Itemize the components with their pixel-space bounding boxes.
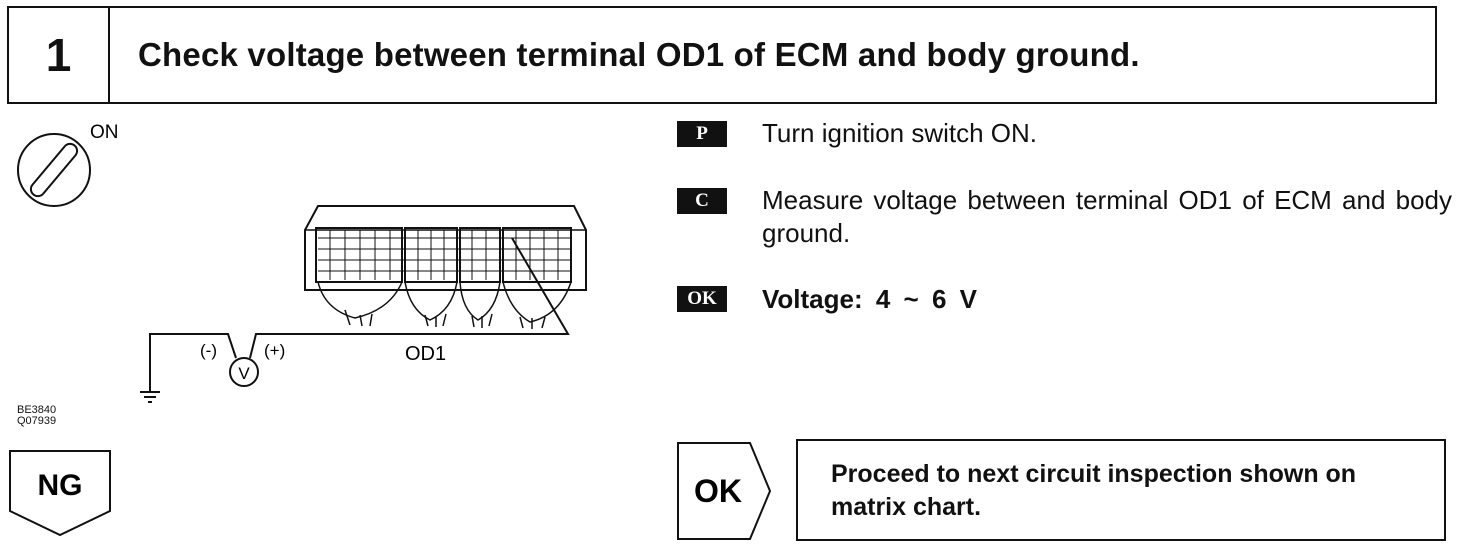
terminal-od1-label: OD1 <box>405 343 446 365</box>
instruction-row-ok: OK Voltage: 4 ~ 6 V <box>677 284 977 314</box>
ng-label: NG <box>38 469 83 502</box>
ignition-on-label: ON <box>90 122 119 143</box>
ok-label: OK <box>694 473 742 509</box>
instruction-text: Turn ignition switch ON. <box>762 118 1038 148</box>
ignition-switch-icon <box>17 133 91 207</box>
ok-action-text: Proceed to next circuit inspection shown… <box>831 460 1357 521</box>
instruction-row-check: C Measure voltage between terminal OD1 o… <box>677 185 1452 248</box>
ok-spec-badge: OK <box>677 286 727 312</box>
negative-probe-label: (-) <box>200 341 217 360</box>
ecm-voltage-diagram: ON <box>17 122 587 403</box>
step-header: 1 Check voltage between terminal OD1 of … <box>7 6 1437 104</box>
check-badge: C <box>677 188 727 214</box>
voltage-spec: Voltage: 4 ~ 6 V <box>762 284 977 314</box>
instruction-row-preparation: P Turn ignition switch ON. <box>677 118 1037 148</box>
ecm-connector-icon <box>304 205 587 329</box>
step-title: Check voltage between terminal OD1 of EC… <box>138 36 1140 73</box>
ok-result-badge: OK <box>677 442 772 540</box>
ok-action-box: Proceed to next circuit inspection shown… <box>796 439 1446 541</box>
preparation-badge: P <box>677 121 727 147</box>
probe-wires <box>140 237 570 403</box>
positive-probe-label: (+) <box>264 341 285 360</box>
ng-result-badge: NG <box>9 450 111 537</box>
step-number: 1 <box>45 29 72 81</box>
voltmeter-icon: V <box>229 357 259 387</box>
figure-id-1: BE3840 <box>17 404 57 416</box>
figure-id-2: Q07939 <box>17 415 57 427</box>
step-number-cell: 1 <box>9 8 110 102</box>
voltmeter-label: V <box>238 364 250 383</box>
instruction-text: Measure voltage between terminal OD1 of … <box>762 185 1452 248</box>
